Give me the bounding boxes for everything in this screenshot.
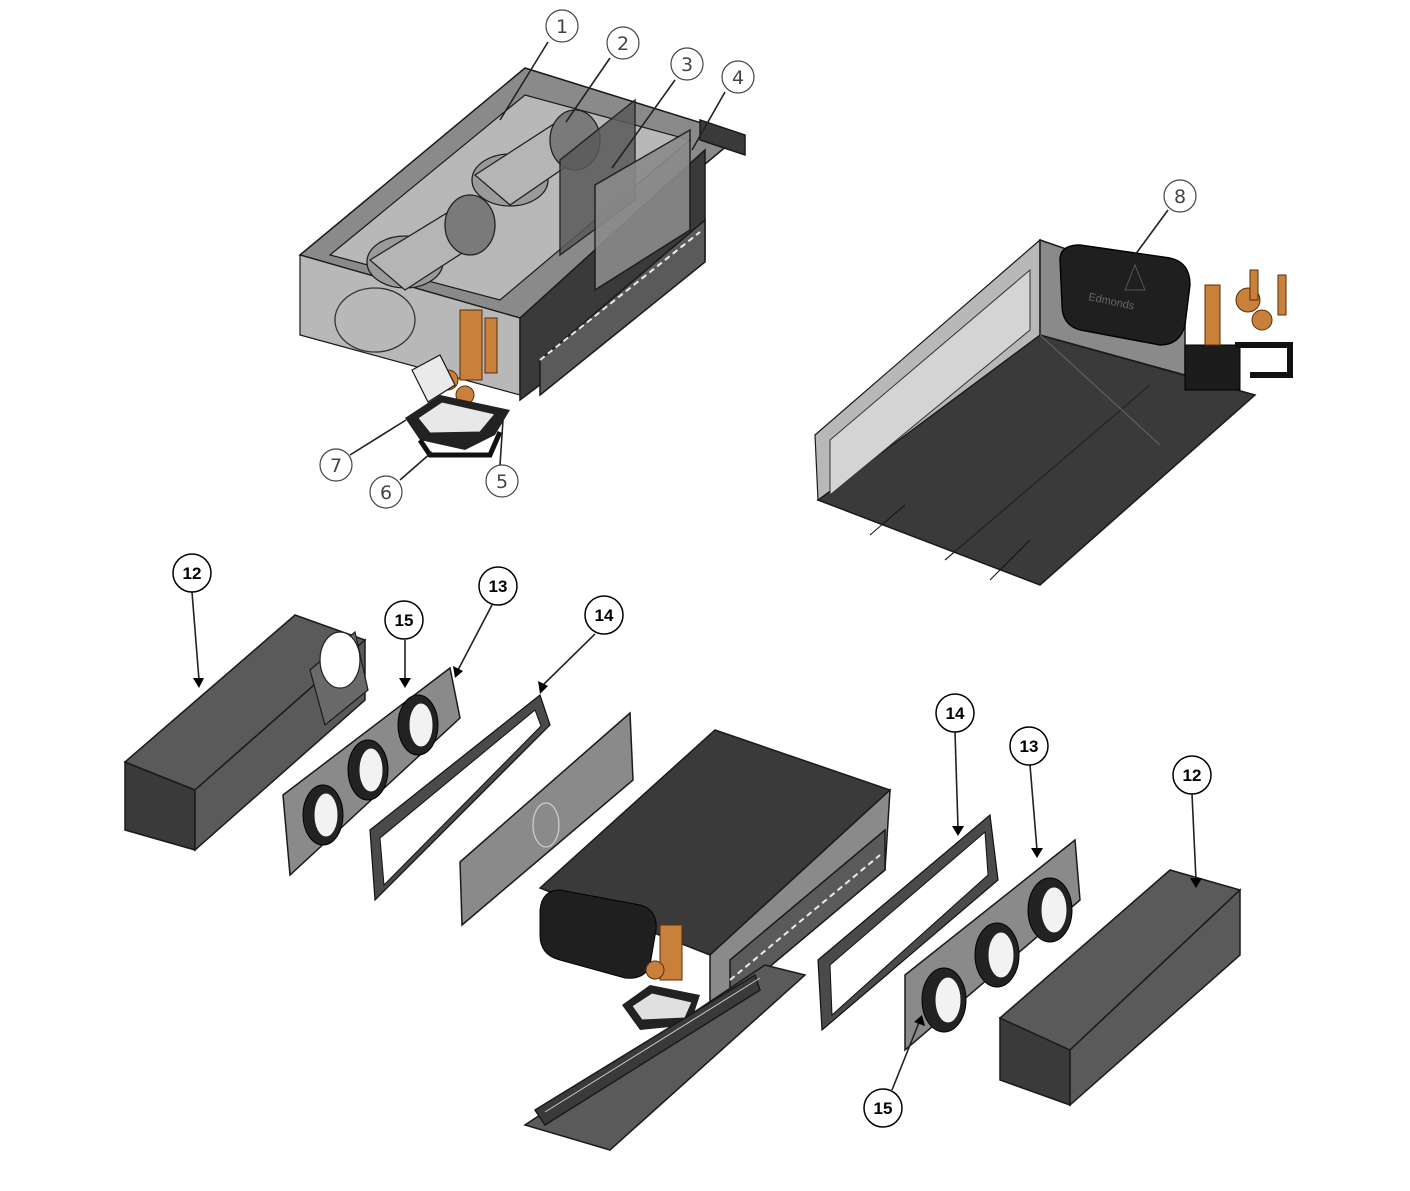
gasket-frame-left bbox=[369, 693, 551, 902]
callout-1: 1 bbox=[499, 9, 579, 121]
callout-12-right: 12 bbox=[1172, 755, 1212, 888]
callout-6: 6 bbox=[369, 451, 433, 509]
callout-13-right: 13 bbox=[1009, 726, 1049, 858]
svg-text:5: 5 bbox=[496, 471, 508, 493]
svg-text:1: 1 bbox=[556, 16, 568, 38]
unit-closed: Edmonds bbox=[814, 238, 1293, 586]
callout-15-left: 15 bbox=[384, 600, 424, 688]
spigot-plate-right bbox=[904, 838, 1081, 1052]
svg-text:12: 12 bbox=[183, 564, 202, 583]
callout-4: 4 bbox=[691, 60, 755, 151]
svg-text:15: 15 bbox=[874, 1099, 893, 1118]
gasket-frame-right bbox=[817, 813, 999, 1032]
plenum-box-right bbox=[998, 869, 1242, 1107]
center-unit bbox=[538, 729, 892, 1030]
svg-text:13: 13 bbox=[489, 577, 508, 596]
motor-cover: Edmonds bbox=[1059, 244, 1191, 346]
end-panel-left bbox=[459, 711, 634, 927]
callout-3: 3 bbox=[611, 47, 704, 169]
callout-13-left: 13 bbox=[453, 566, 518, 678]
svg-text:15: 15 bbox=[395, 611, 414, 630]
valve-assembly bbox=[1184, 269, 1293, 391]
callout-2: 2 bbox=[565, 26, 640, 123]
callout-8: 8 bbox=[1134, 179, 1197, 256]
callout-14-right: 14 bbox=[935, 693, 975, 836]
svg-text:14: 14 bbox=[946, 704, 965, 723]
svg-text:12: 12 bbox=[1183, 766, 1202, 785]
svg-text:8: 8 bbox=[1174, 186, 1186, 208]
svg-text:2: 2 bbox=[617, 33, 629, 55]
callout-7: 7 bbox=[319, 419, 407, 482]
callout-14-left: 14 bbox=[538, 595, 624, 694]
callout-5: 5 bbox=[485, 419, 519, 498]
unit-open-housing bbox=[298, 67, 746, 458]
drain-pan bbox=[405, 395, 510, 458]
spigot-plate-left bbox=[282, 666, 461, 877]
plenum-box-left bbox=[123, 614, 369, 852]
svg-text:7: 7 bbox=[330, 455, 342, 477]
callout-15-right: 15 bbox=[863, 1015, 925, 1128]
svg-text:6: 6 bbox=[380, 482, 392, 504]
svg-text:3: 3 bbox=[681, 54, 693, 76]
blower-fan-1 bbox=[366, 194, 496, 291]
svg-text:13: 13 bbox=[1020, 737, 1039, 756]
svg-text:14: 14 bbox=[595, 606, 614, 625]
access-panel-rail bbox=[523, 964, 807, 1151]
svg-text:4: 4 bbox=[732, 67, 744, 89]
callout-12-left: 12 bbox=[172, 553, 212, 688]
